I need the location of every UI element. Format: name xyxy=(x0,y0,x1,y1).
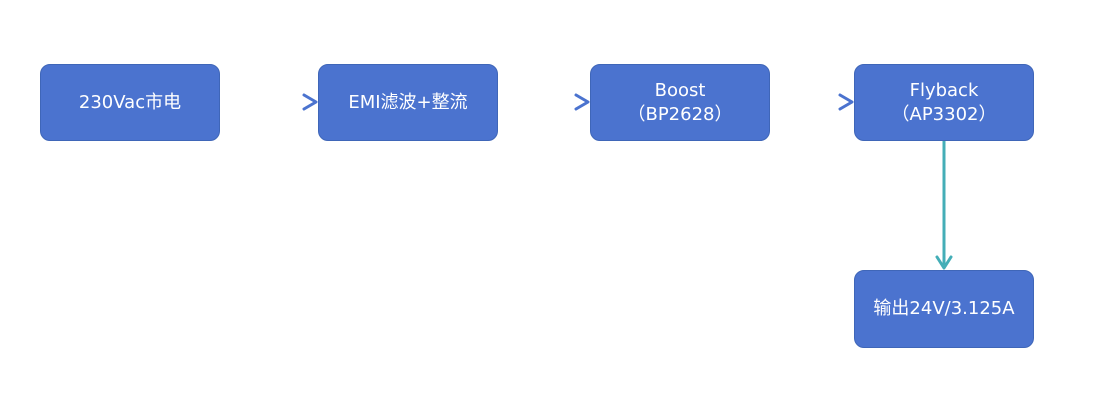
node-emi-filter-rectifier: EMI滤波+整流 xyxy=(318,64,498,141)
arrowhead-icon xyxy=(838,93,854,111)
node-label: 230Vac市电 xyxy=(78,91,182,113)
node-output: 输出24V/3.125A xyxy=(854,270,1034,348)
node-label: 输出24V/3.125A xyxy=(873,298,1015,319)
node-part-number: （AP3302） xyxy=(891,103,997,125)
node-title: Boost xyxy=(654,79,706,101)
node-label: EMI滤波+整流 xyxy=(348,91,468,113)
arrowhead-icon xyxy=(302,93,318,111)
node-title: Flyback xyxy=(909,79,979,101)
arrowhead-icon xyxy=(935,255,953,270)
node-boost: Boost （BP2628） xyxy=(590,64,770,141)
node-230vac-mains: 230Vac市电 xyxy=(40,64,220,141)
node-flyback: Flyback （AP3302） xyxy=(854,64,1034,141)
node-part-number: （BP2628） xyxy=(627,103,733,125)
arrowhead-icon xyxy=(574,93,590,111)
